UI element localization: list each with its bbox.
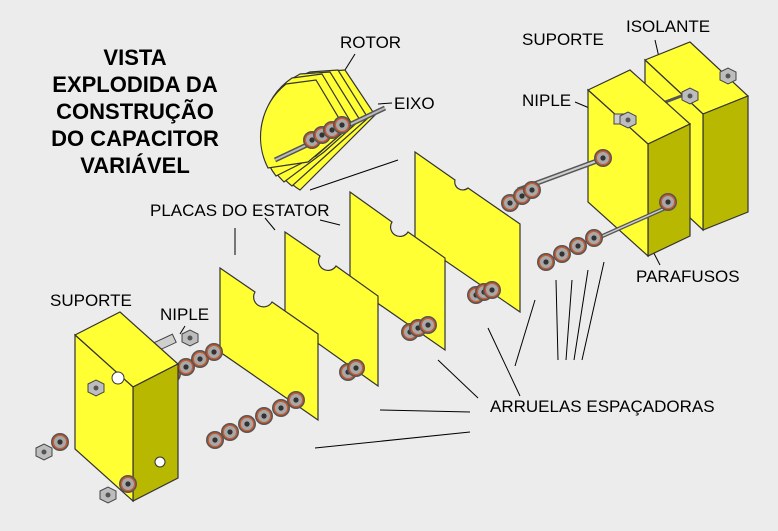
rotor-shaft <box>273 105 387 163</box>
stator-plate-4 <box>414 150 521 314</box>
title-line-1: VISTA <box>103 45 167 70</box>
nipple-top <box>613 111 637 129</box>
title-line-4: DO CAPACITOR <box>51 126 219 151</box>
title-line-3: CONSTRUÇÃO <box>56 99 214 124</box>
left-support-plate <box>73 311 180 503</box>
title-line-2: EXPLODIDA DA <box>52 72 218 97</box>
label-niple-left: NIPLE <box>160 305 210 324</box>
label-eixo: EIXO <box>394 94 435 113</box>
nipple-left <box>153 329 199 352</box>
label-rotor: ROTOR <box>340 33 402 52</box>
stator-plate-1 <box>219 266 319 422</box>
label-isolante: ISOLANTE <box>626 17 711 36</box>
leader-lines <box>179 39 671 449</box>
diagram-title: VISTA EXPLODIDA DA CONSTRUÇÃO DO CAPACIT… <box>20 44 250 179</box>
title-line-5: VARIÁVEL <box>80 153 190 178</box>
label-suporte-top: SUPORTE <box>522 30 604 49</box>
spacer-washers-front <box>206 391 305 449</box>
bolt-right <box>537 193 677 271</box>
label-suporte-left: SUPORTE <box>50 291 132 310</box>
right-support-plate <box>586 69 692 258</box>
label-arruelas: ARRUELAS ESPAÇADORAS <box>490 397 715 416</box>
label-niple-top: NIPLE <box>522 91 572 110</box>
label-parafusos: PARAFUSOS <box>636 267 740 286</box>
stator-plate-2 <box>284 230 379 388</box>
rotor-shaft-right <box>501 149 612 212</box>
label-placas-estator: PLACAS DO ESTATOR <box>150 201 330 220</box>
stator-plate-3 <box>349 190 446 352</box>
